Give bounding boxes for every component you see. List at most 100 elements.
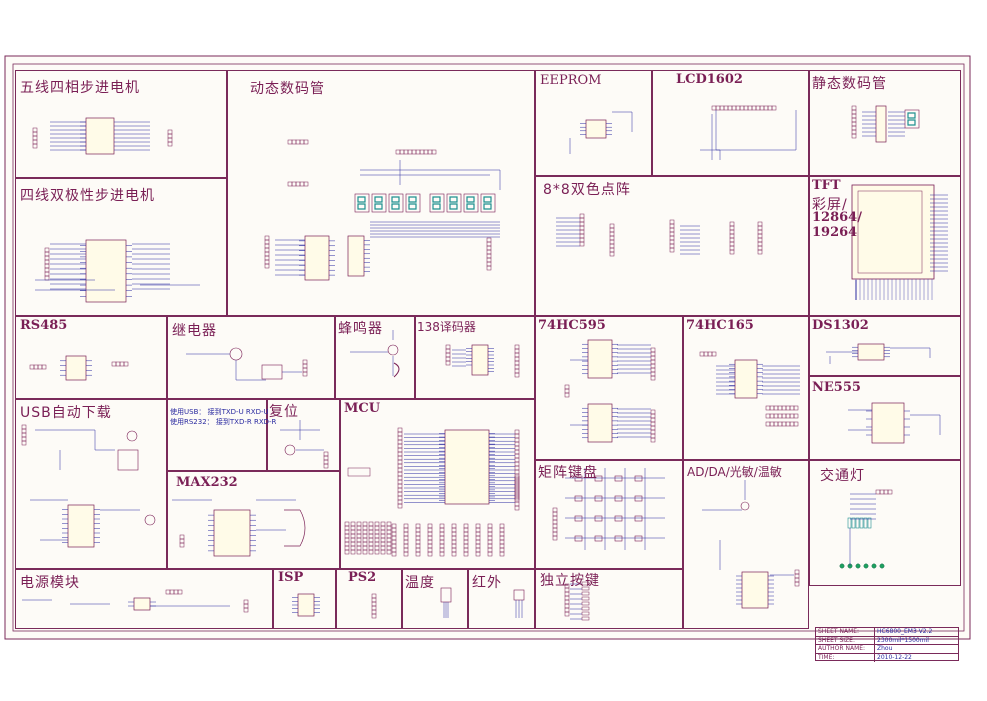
key-switch xyxy=(594,495,603,502)
title-ne555: NE555 xyxy=(812,380,861,395)
led xyxy=(871,563,877,569)
ic-chip xyxy=(741,571,769,609)
seg-digit xyxy=(904,109,920,129)
block-traffic xyxy=(809,460,961,586)
transistor xyxy=(126,430,138,442)
seg-digit xyxy=(480,193,496,213)
block-hc165 xyxy=(683,316,809,460)
header-pin xyxy=(609,251,615,257)
header-pin xyxy=(177,589,183,595)
header-pin xyxy=(794,581,800,587)
title-keys: 独立按键 xyxy=(540,573,600,589)
key-switch xyxy=(574,515,583,522)
header-pin xyxy=(499,551,505,557)
header-pin xyxy=(303,139,309,145)
key-switch xyxy=(634,515,643,522)
ic-chip xyxy=(585,119,607,139)
seg-segment xyxy=(483,196,492,210)
note-rs232: 使用RS232： 接到TXD-R RXD-R xyxy=(170,418,277,426)
block-static-seg xyxy=(809,70,961,176)
title-rs485: RS485 xyxy=(20,318,68,333)
seg-segment xyxy=(391,196,400,210)
title-tft-2: 彩屏/ xyxy=(812,197,848,213)
header-pin xyxy=(397,503,403,509)
block-ps2 xyxy=(336,569,402,629)
wire xyxy=(700,110,797,160)
tft-screen xyxy=(857,190,923,274)
wire xyxy=(702,480,794,576)
header-pin xyxy=(350,549,356,555)
block-mcu xyxy=(340,399,535,569)
header-pin xyxy=(386,549,392,555)
title-isp: ISP xyxy=(278,570,304,585)
header-pin xyxy=(514,495,520,501)
ic-chip xyxy=(587,339,613,379)
header-pin xyxy=(514,505,520,511)
block-max232 xyxy=(167,471,340,569)
led xyxy=(839,563,845,569)
header-pin xyxy=(793,413,799,419)
led xyxy=(863,563,869,569)
block-ds1302 xyxy=(809,316,961,376)
key-switch xyxy=(581,591,590,596)
header-pin xyxy=(415,551,421,557)
wire xyxy=(569,111,633,154)
ic-chip xyxy=(85,117,115,155)
transistor xyxy=(144,514,156,526)
block-keys xyxy=(535,569,683,629)
block-dotmatrix xyxy=(535,176,809,316)
title-ps2: PS2 xyxy=(348,570,377,585)
block-stepper4 xyxy=(15,178,227,316)
wire xyxy=(30,429,140,541)
header-pin xyxy=(564,392,570,398)
block-buzzer xyxy=(335,316,415,399)
header-pin xyxy=(323,463,329,469)
header-pin xyxy=(729,249,735,255)
title-hc165: 74HC165 xyxy=(686,318,754,333)
header-pin xyxy=(264,263,270,269)
block-usbnote xyxy=(167,399,267,471)
title-usb: USB自动下载 xyxy=(20,405,112,421)
transistor xyxy=(284,444,296,456)
title-reset: 复位 xyxy=(269,404,299,420)
header-pin xyxy=(41,364,47,370)
title-traffic: 交通灯 xyxy=(820,468,865,484)
title-hc595: 74HC595 xyxy=(538,318,606,333)
header-pin xyxy=(669,247,675,253)
ic-chip xyxy=(347,235,365,277)
header-pin xyxy=(793,421,799,427)
header-pin xyxy=(711,351,717,357)
block-keymatrix xyxy=(535,460,683,569)
ic-chip xyxy=(133,597,151,611)
key-switch xyxy=(581,581,590,586)
header-pin xyxy=(650,375,656,381)
block-adda xyxy=(683,460,809,629)
title-stepper5: 五线四相步进电机 xyxy=(20,80,140,96)
led xyxy=(867,517,872,529)
photo-sensor xyxy=(740,501,750,511)
key-switch xyxy=(581,616,590,621)
note-usb: 使用USB： 接到TXD-U RXD-U xyxy=(170,408,269,416)
wire xyxy=(570,359,588,426)
block-isp xyxy=(273,569,336,629)
header-pin xyxy=(771,105,777,111)
title-tft-4: 19264 xyxy=(812,225,858,240)
header-pin xyxy=(167,141,173,147)
seg-segment xyxy=(374,196,383,210)
header-pin xyxy=(463,551,469,557)
circuit-drawing xyxy=(21,105,948,621)
title-ds1302: DS1302 xyxy=(812,318,869,333)
transistor xyxy=(387,344,399,356)
header-pin xyxy=(487,551,493,557)
title-buzzer: 蜂鸣器 xyxy=(338,321,383,337)
seg-segment xyxy=(907,112,916,126)
ic-chip xyxy=(213,509,251,557)
header-pin xyxy=(427,551,433,557)
header-pin xyxy=(564,611,570,617)
wire xyxy=(280,420,324,451)
seg-segment xyxy=(408,196,417,210)
led xyxy=(855,563,861,569)
key-switch xyxy=(594,475,603,482)
block-usb xyxy=(15,399,167,569)
led xyxy=(879,563,885,569)
